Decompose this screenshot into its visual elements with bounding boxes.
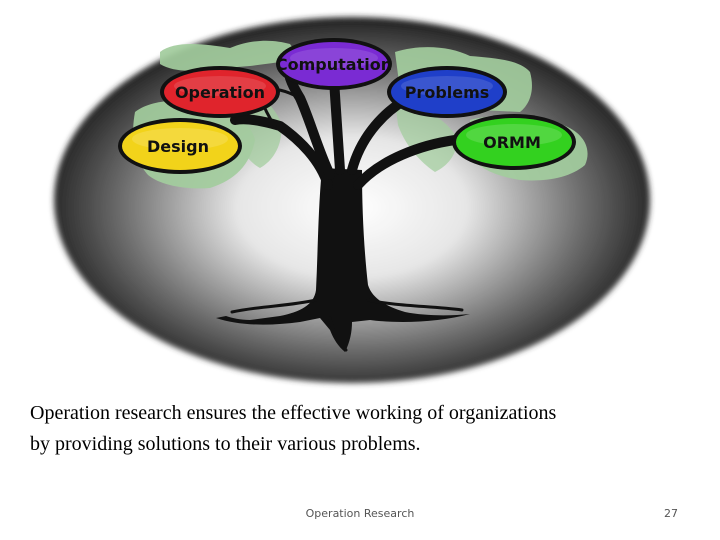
node-operation-shape (164, 70, 276, 114)
node-design-shape (122, 122, 238, 170)
node-computation-shape (280, 42, 388, 86)
node-design-label: Design (147, 137, 209, 156)
node-ormm-shape (456, 118, 572, 166)
node-ormm: ORMM (452, 114, 576, 170)
node-problems: Problems (387, 66, 507, 118)
node-computation: Computation (276, 38, 392, 90)
node-design: Design (118, 118, 242, 174)
node-computation-label: Computation (276, 55, 392, 74)
tree-diagram: Computation Operation Problems Design OR… (54, 17, 650, 383)
caption: Operation research ensures the effective… (30, 398, 700, 460)
node-problems-shape (391, 70, 503, 114)
caption-line-2: by providing solutions to their various … (30, 433, 421, 455)
node-operation: Operation (160, 66, 280, 118)
node-operation-label: Operation (175, 83, 265, 102)
node-ormm-label: ORMM (483, 133, 541, 152)
node-problems-label: Problems (405, 83, 490, 102)
caption-line-1: Operation research ensures the effective… (30, 402, 557, 424)
page-number: 27 (664, 507, 678, 520)
footer-title: Operation Research (305, 507, 415, 520)
